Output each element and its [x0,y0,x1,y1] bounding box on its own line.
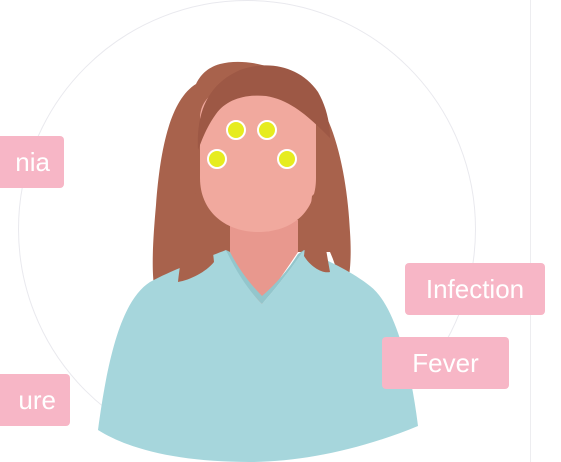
symptom-tag-fever[interactable]: Fever [382,337,509,389]
pressure-point-icon[interactable] [208,150,226,168]
pressure-point-icon[interactable] [227,121,245,139]
symptom-tag-pressure[interactable]: ure [0,374,70,426]
symptom-tag-insomnia[interactable]: nia [0,136,64,188]
pressure-point-icon[interactable] [278,150,296,168]
pressure-point-icon[interactable] [258,121,276,139]
symptom-tag-infection[interactable]: Infection [405,263,545,315]
